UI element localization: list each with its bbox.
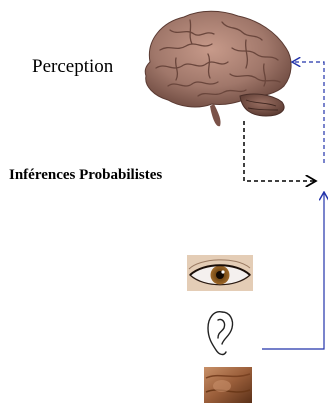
inference-arrow <box>244 121 316 181</box>
brain-icon <box>145 11 291 126</box>
perception-label: Perception <box>32 56 113 78</box>
ear-icon <box>208 312 233 355</box>
inference-label: Inférences Probabilistes <box>9 167 162 184</box>
feedback-arrow <box>292 62 324 163</box>
sensory-arrow <box>262 192 324 349</box>
eye-icon <box>187 255 253 291</box>
skin-icon <box>204 367 252 403</box>
